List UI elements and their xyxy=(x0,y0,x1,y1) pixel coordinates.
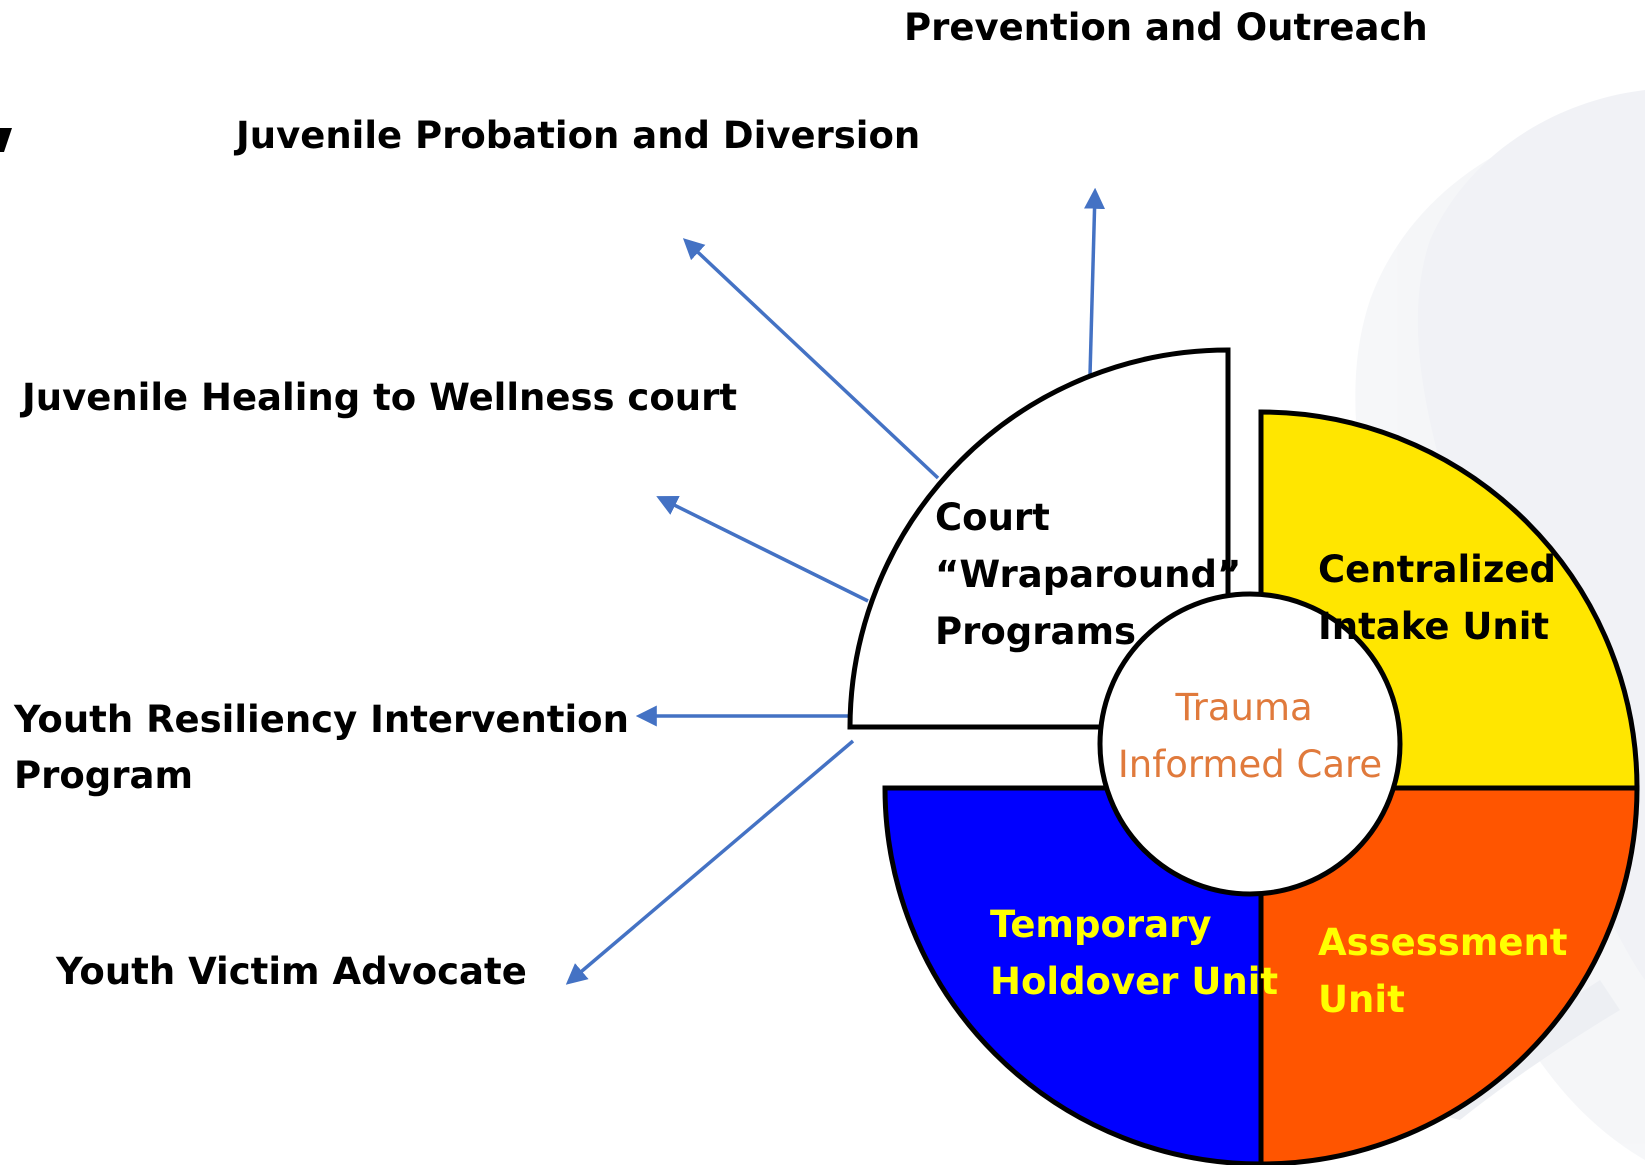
centralized-intake-label: Centralized Intake Unit xyxy=(1318,548,1569,648)
temporary-holdover-label: Temporary Holdover Unit xyxy=(990,903,1278,1003)
intake-line-2: Intake Unit xyxy=(1318,605,1549,648)
holdover-line-1: Temporary xyxy=(990,903,1211,946)
wheel-center-trauma-informed-care xyxy=(1097,591,1403,897)
holdover-line-2: Holdover Unit xyxy=(990,960,1278,1003)
center-line-1: Trauma xyxy=(1175,686,1313,729)
healing-wellness-court-label: Juvenile Healing to Wellness court xyxy=(22,376,738,419)
juvenile-probation-label: Juvenile Probation and Diversion xyxy=(236,114,921,157)
corner-mark xyxy=(0,128,12,152)
wheel-segment-court-wraparound xyxy=(847,347,1231,730)
court-line-2: “Wraparound” xyxy=(935,553,1241,596)
intake-line-1: Centralized xyxy=(1318,548,1556,591)
youth-victim-advocate-label: Youth Victim Advocate xyxy=(56,950,527,993)
arrow-prevention xyxy=(1084,187,1106,376)
assessment-label: Assessment Unit xyxy=(1318,921,1580,1021)
medicine-wheel xyxy=(847,347,1640,1167)
youth-resiliency-line-1: Youth Resiliency Intervention xyxy=(14,698,629,741)
court-line-3: Programs xyxy=(935,610,1136,653)
youth-resiliency-line-2: Program xyxy=(14,753,194,797)
assessment-line-1: Assessment xyxy=(1318,921,1568,964)
center-line-2: Informed Care xyxy=(1118,743,1382,786)
prevention-outreach-label: Prevention and Outreach xyxy=(904,6,1428,49)
court-line-1: Court xyxy=(935,496,1050,539)
trauma-informed-care-label: Trauma Informed Care xyxy=(1118,686,1382,786)
youth-resiliency-label: Youth Resiliency Intervention Program xyxy=(14,692,629,803)
assessment-line-2: Unit xyxy=(1318,978,1405,1021)
arrows xyxy=(565,187,1106,985)
arrow-victim xyxy=(565,739,855,985)
wheel-segment-temporary-holdover xyxy=(882,785,1264,1167)
arrow-probation xyxy=(682,238,940,480)
court-wraparound-label: Court “Wraparound” Programs xyxy=(935,496,1254,653)
wheel-segment-assessment xyxy=(1258,785,1640,1167)
arrow-healing xyxy=(656,496,869,603)
